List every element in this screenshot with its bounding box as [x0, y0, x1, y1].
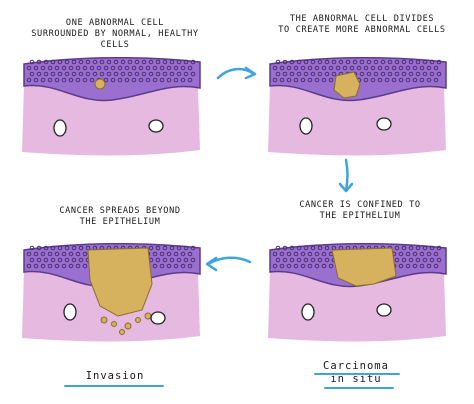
in-situ-tumor: [331, 247, 397, 287]
invasive-tumor: [87, 247, 153, 317]
arrow-right-icon: [216, 66, 257, 80]
panel-dividing: [268, 56, 447, 156]
caption-healthy: One abnormal cell surrounded by normal, …: [31, 18, 199, 50]
caption-divides: The abnormal cell divides to create more…: [278, 14, 446, 35]
vessel: [301, 303, 315, 321]
vessel: [63, 303, 77, 321]
underline-in-situ: [324, 387, 394, 389]
vessel: [299, 117, 313, 135]
caption-spreads: Cancer spreads beyond the epithelium: [59, 206, 181, 227]
stroma: [268, 269, 446, 342]
panel-healthy-tissue: [22, 56, 201, 156]
cell-nuclei: [26, 59, 196, 83]
label-invasion: Invasion: [85, 370, 145, 382]
vessel: [376, 117, 392, 131]
label-carcinoma-in-situ: Carcinoma in situ: [323, 360, 389, 385]
abnormal-cell: [94, 78, 106, 90]
stroma: [268, 83, 446, 156]
epithelium-layer: [23, 56, 201, 102]
caption-confined: Cancer is confined to the epithelium: [299, 200, 421, 221]
panel-carcinoma-in-situ: [268, 242, 447, 342]
underline-invasion: [64, 385, 164, 387]
underline-carcinoma: [314, 373, 400, 375]
cell-nuclei: [272, 59, 442, 83]
panel-invasion: [22, 242, 201, 342]
arrow-down-icon: [338, 158, 354, 193]
arrow-left-icon: [205, 256, 252, 272]
vessel: [53, 119, 67, 137]
vessel: [150, 311, 166, 325]
abnormal-cluster: [333, 71, 361, 99]
stroma: [22, 83, 200, 156]
invading-cells: [100, 312, 152, 335]
vessel: [148, 119, 164, 133]
vessel: [376, 303, 392, 317]
